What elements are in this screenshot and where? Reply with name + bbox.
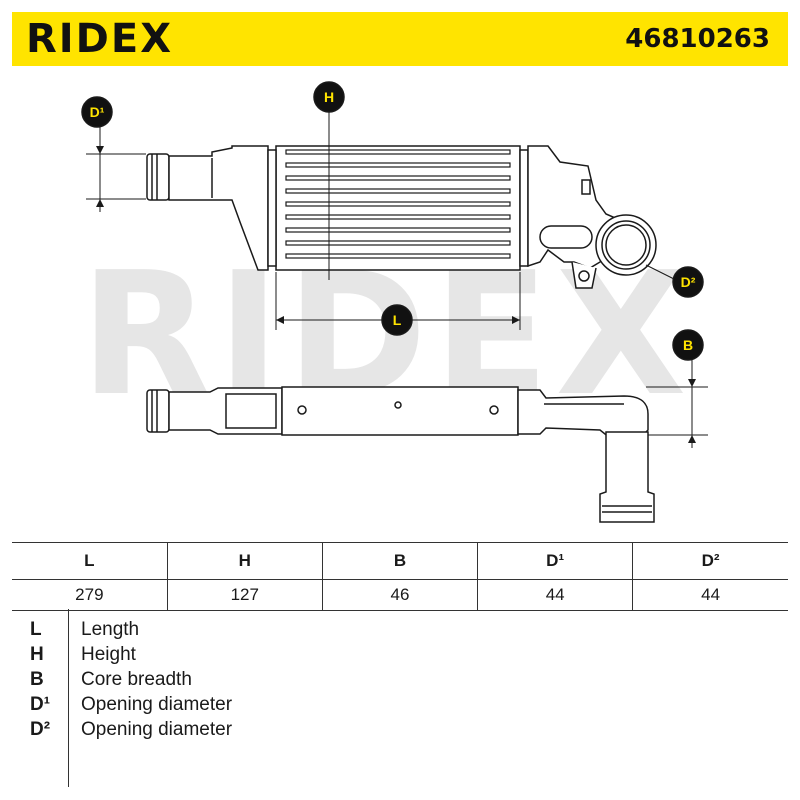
legend: L Length H Height B Core breadth D¹ Open…	[12, 609, 788, 789]
callout-d2-badge	[672, 266, 704, 298]
legend-key: B	[30, 669, 44, 690]
callout-l-label: L	[393, 312, 402, 328]
legend-label: Opening diameter	[81, 694, 233, 715]
legend-label: Length	[81, 619, 140, 640]
technical-drawing: D¹ H L D² B	[81, 81, 708, 523]
dimensions-header-row: L H B D¹ D²	[12, 542, 788, 580]
dimensions-value-row: 279 127 46 44 44	[12, 579, 788, 611]
legend-key: H	[30, 644, 44, 665]
legend-key: D¹	[30, 694, 51, 715]
header-cell-d2: D²	[632, 542, 788, 580]
legend-label: Height	[81, 644, 136, 665]
header-bar: RIDEX 46810263	[12, 12, 788, 66]
value-cell-l: 279	[12, 579, 168, 611]
header-cell-l: L	[12, 542, 168, 580]
callout-b-badge	[672, 329, 704, 361]
legend-key: L	[30, 619, 42, 640]
callout-labels: D¹ H L D² B	[90, 89, 696, 353]
callout-d1-badge	[81, 96, 113, 128]
callout-d2-label: D²	[681, 274, 696, 290]
arrowheads	[96, 146, 696, 443]
dimensions-table: L H B D¹ D² 279 127 46 44 44	[12, 542, 788, 611]
value-cell-b: 46	[321, 579, 479, 611]
callout-badges	[81, 81, 704, 361]
header-cell-b: B	[321, 542, 479, 580]
value-cell-d1: 44	[477, 579, 634, 611]
header-cell-d1: D¹	[477, 542, 634, 580]
callout-b-label: B	[683, 337, 693, 353]
intercooler-front-view	[146, 145, 657, 289]
callout-d1-label: D¹	[90, 104, 105, 120]
legend-key: D²	[30, 719, 51, 740]
value-cell-d2: 44	[632, 579, 788, 611]
part-number: 46810263	[625, 24, 770, 54]
callout-l-badge	[381, 304, 413, 336]
legend-divider	[68, 609, 69, 787]
brand-logo: RIDEX	[26, 16, 174, 62]
cooling-fins	[285, 149, 511, 259]
intercooler-top-view	[146, 386, 655, 523]
legend-label: Opening diameter	[81, 719, 233, 740]
header-cell-h: H	[166, 542, 323, 580]
callout-h-label: H	[324, 89, 334, 105]
callout-h-badge	[313, 81, 345, 113]
value-cell-h: 127	[166, 579, 323, 611]
legend-label: Core breadth	[81, 669, 192, 690]
